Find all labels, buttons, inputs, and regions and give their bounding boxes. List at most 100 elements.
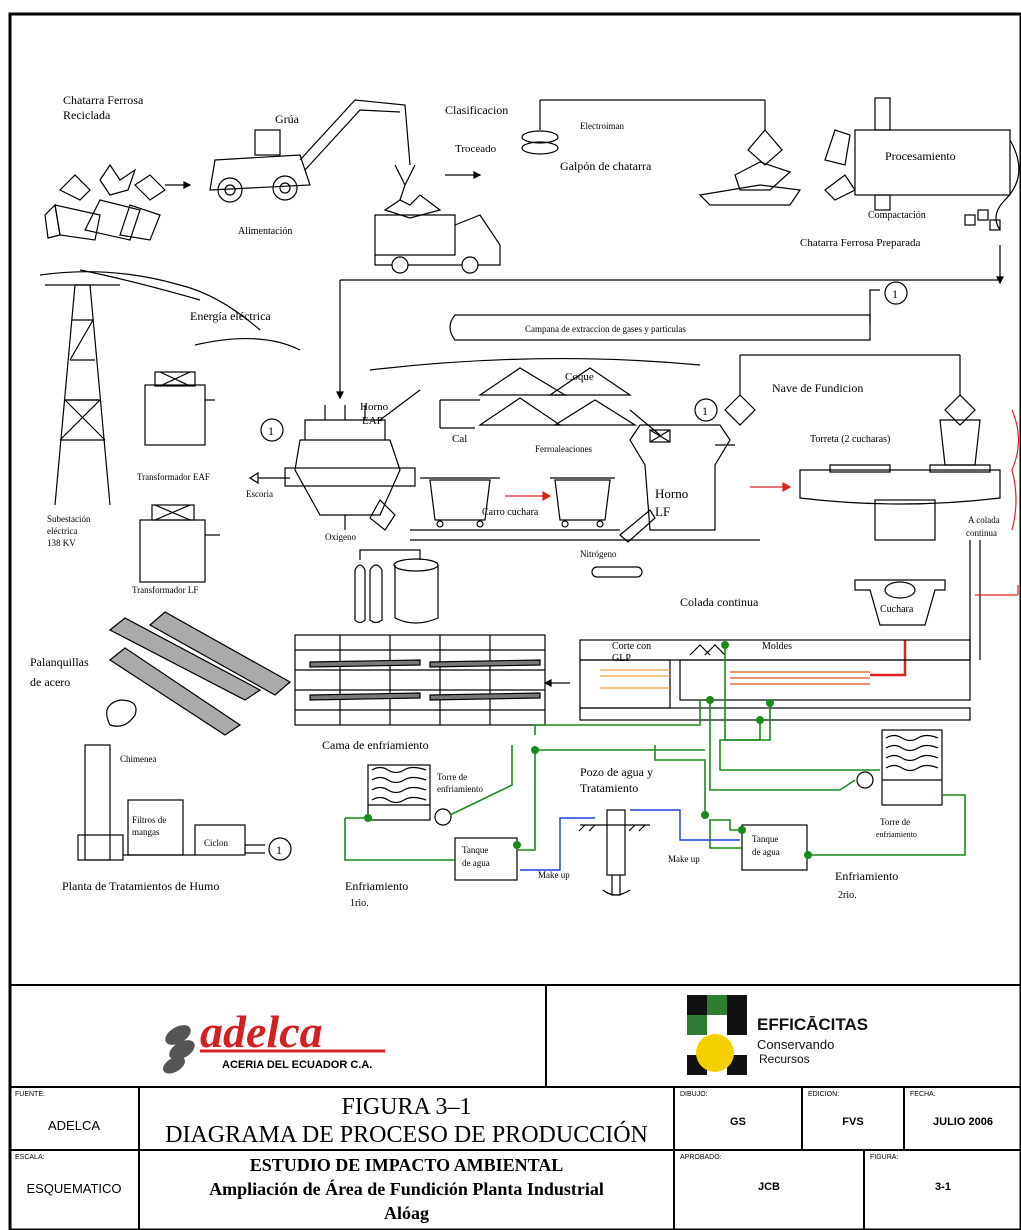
fuente-label: FUENTE:	[15, 1091, 45, 1098]
label-torre-1b: enfriamiento	[437, 784, 483, 794]
label-cal: Cal	[452, 433, 467, 445]
eaf-furnace-icon	[285, 390, 420, 530]
label-escoria: Escoria	[246, 489, 273, 499]
melt-shop	[40, 270, 1019, 860]
label-filtro-2: mangas	[132, 827, 160, 837]
label-chatarra-preparada: Chatarra Ferrosa Preparada	[800, 237, 920, 249]
efficacitas-wordmark: EFFICĀCITAS	[757, 1015, 868, 1034]
aprobado-cell: APROBADO: JCB	[675, 1151, 865, 1230]
edicion-value: FVS	[803, 1116, 903, 1128]
label-enfr-2a: Enfriamiento	[835, 869, 898, 883]
label-palanquillas-2: de acero	[30, 675, 70, 689]
label-make-up-2: Make up	[668, 854, 700, 864]
label-electroiman: Electroiman	[580, 121, 624, 131]
logo-left-cell: adelca ACERIA DEL ECUADOR C.A.	[10, 985, 547, 1088]
label-enfr-1a: Enfriamiento	[345, 879, 408, 893]
adelca-logo: adelca ACERIA DEL ECUADOR C.A.	[160, 995, 400, 1075]
figura-heading: FIGURA 3–1	[140, 1094, 673, 1121]
label-pozo-2: Tratamiento	[580, 781, 638, 795]
water-well-icon	[579, 810, 650, 895]
label-subestacion-2: eléctrica	[47, 526, 77, 536]
gas-tanks-icon	[355, 550, 642, 623]
edicion-label: EDICION:	[808, 1091, 839, 1098]
transformer-lf-icon	[140, 505, 220, 582]
fuente-cell: FUENTE: ADELCA	[10, 1088, 140, 1151]
blue-makeup-lines	[520, 810, 740, 870]
label-torre-1a: Torre de	[437, 772, 467, 782]
electromagnet-icon	[522, 100, 800, 205]
label-energia: Energía eléctrica	[190, 309, 271, 323]
label-continua: continua	[966, 528, 997, 538]
label-tanque-a1: Tanque	[462, 845, 488, 855]
label-horno-eaf-1: Horno	[360, 401, 389, 413]
label-filtro-1: Filtros de	[132, 815, 166, 825]
label-troceado: Troceado	[455, 143, 497, 155]
diagrama-heading: DIAGRAMA DE PROCESO DE PRODUCCIÓN	[140, 1122, 673, 1149]
cooling-tower-2-icon	[857, 730, 942, 805]
lf-furnace-icon	[620, 425, 735, 542]
label-chatarra: Chatarra Ferrosa	[63, 93, 144, 107]
label-nitrogeno: Nitrógeno	[580, 549, 617, 559]
efficacitas-tagline-1: Conservando	[757, 1037, 834, 1052]
escala-label: ESCALA:	[15, 1154, 45, 1161]
label-torre-2b: enfriamiento	[876, 830, 917, 839]
label-colada-continua: Colada continua	[680, 595, 759, 609]
green-water-lines	[345, 645, 965, 860]
aprobado-value: JCB	[675, 1181, 863, 1193]
ref-label-lf: 1	[702, 404, 708, 418]
edicion-cell: EDICION: FVS	[803, 1088, 905, 1151]
label-a-colada: A colada	[968, 515, 1000, 525]
dibujo-cell: DIBUJO: GS	[675, 1088, 803, 1151]
dibujo-value: GS	[675, 1116, 801, 1128]
additive-piles	[440, 368, 660, 435]
label-grua: Grúa	[275, 112, 300, 126]
label-make-up-1: Make up	[538, 870, 570, 880]
label-nave: Nave de Fundicion	[772, 381, 863, 395]
label-chimenea: Chimenea	[120, 754, 157, 764]
label-compactacion: Compactación	[868, 210, 926, 221]
label-cama: Cama de enfriamiento	[322, 738, 429, 752]
label-alimentacion: Alimentación	[238, 226, 292, 237]
ampliacion-heading: Ampliación de Área de Fundición Planta I…	[140, 1179, 673, 1200]
label-horno-lf-1: Horno	[655, 486, 688, 501]
label-subestacion-3: 138 KV	[47, 538, 76, 548]
adelca-subtitle: ACERIA DEL ECUADOR C.A.	[222, 1059, 372, 1071]
label-clasificacion: Clasificacion	[445, 103, 508, 117]
crane-loader-icon	[210, 100, 415, 202]
ref-label-cyclone: 1	[276, 843, 282, 857]
figura-title-cell: FIGURA 3–1 DIAGRAMA DE PROCESO DE PRODUC…	[140, 1088, 675, 1151]
label-oxigeno: Oxígeno	[325, 532, 356, 542]
label-transformador-lf: Transformador LF	[132, 585, 198, 595]
label-torre-2a: Torre de	[880, 817, 910, 827]
label-horno-lf-2: LF	[655, 504, 670, 519]
steel-billets-icon	[110, 612, 290, 735]
label-campana: Campana de extraccion de gases y particu…	[525, 324, 686, 334]
diagram-labels: Chatarra Ferrosa Reciclada Grúa Alimenta…	[30, 93, 1000, 909]
fuente-value: ADELCA	[10, 1118, 138, 1133]
label-torreta: Torreta (2 cucharas)	[810, 434, 890, 445]
estudio-cell: ESTUDIO DE IMPACTO AMBIENTAL Ampliación …	[140, 1151, 675, 1230]
label-enfr-1b: 1rio.	[350, 898, 369, 909]
transformer-eaf-icon	[145, 372, 215, 445]
fecha-cell: FECHA: JULIO 2006	[905, 1088, 1021, 1151]
aloag-heading: Alóag	[140, 1203, 673, 1224]
label-carro-cuchara: Carro cuchara	[482, 507, 539, 518]
label-planta-humo: Planta de Tratamientos de Humo	[62, 879, 219, 893]
figura-number-label: FIGURA:	[870, 1154, 898, 1161]
cooling-bed-icon	[295, 635, 545, 725]
truck-icon	[375, 195, 500, 273]
label-transformador-eaf: Transformador EAF	[137, 472, 210, 482]
dibujo-label: DIBUJO:	[680, 1091, 708, 1098]
label-moldes: Moldes	[762, 641, 792, 652]
label-coque: Coque	[565, 371, 594, 383]
label-tanque-b1: Tanque	[752, 834, 778, 844]
fecha-value: JULIO 2006	[905, 1116, 1021, 1128]
label-enfr-2b: 2rio.	[838, 890, 857, 901]
fecha-label: FECHA:	[910, 1091, 936, 1098]
estudio-heading: ESTUDIO DE IMPACTO AMBIENTAL	[140, 1155, 673, 1176]
label-ferroaleaciones: Ferroaleaciones	[535, 444, 592, 454]
scrap-pile-icon	[45, 165, 165, 240]
label-pozo-1: Pozo de agua y	[580, 765, 653, 779]
label-procesamiento: Procesamiento	[885, 149, 956, 163]
escala-cell: ESCALA: ESQUEMATICO	[10, 1151, 140, 1230]
